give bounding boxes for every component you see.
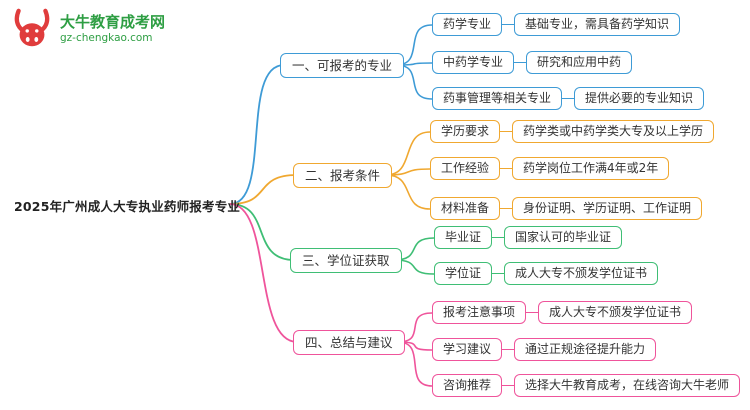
- mindmap-item-row: 材料准备 身份证明、学历证明、工作证明: [430, 197, 703, 220]
- item-value-node: 基础专业，需具备药学知识: [514, 13, 681, 36]
- branch-node-summary: 四、总结与建议: [293, 330, 405, 355]
- item-label-node: 工作经验: [430, 157, 501, 180]
- item-label-node: 药事管理等相关专业: [432, 87, 563, 110]
- connector-line: [500, 131, 513, 132]
- item-value-node: 通过正规途径提升能力: [514, 338, 657, 361]
- connector-line: [514, 62, 527, 63]
- item-label-node: 药学专业: [432, 13, 503, 36]
- item-value-node: 药学岗位工作满4年或2年: [512, 157, 670, 180]
- mindmap-item-row: 中药学专业 研究和应用中药: [432, 51, 633, 74]
- item-value-node: 国家认可的毕业证: [504, 226, 623, 249]
- item-value-node: 成人大专不颁发学位证书: [504, 262, 659, 285]
- mindmap-item-row: 毕业证 国家认可的毕业证: [434, 226, 623, 249]
- connector-line: [526, 312, 539, 313]
- site-name: 大牛教育成考网: [60, 13, 166, 32]
- branch-node-majors: 一、可报考的专业: [280, 53, 405, 78]
- site-url: gz-chengkao.com: [60, 31, 153, 44]
- connector-line: [502, 24, 515, 25]
- branch-node-degree: 三、学位证获取: [290, 248, 402, 273]
- item-label-node: 中药学专业: [432, 51, 515, 74]
- item-value-node: 研究和应用中药: [526, 51, 633, 74]
- item-value-node: 药学类或中药学类大专及以上学历: [512, 120, 715, 143]
- item-label-node: 学位证: [434, 262, 493, 285]
- bull-icon: [14, 8, 50, 47]
- mindmap-item-row: 学历要求 药学类或中药学类大专及以上学历: [430, 120, 715, 143]
- item-label-node: 毕业证: [434, 226, 493, 249]
- item-label-node: 报考注意事项: [432, 301, 527, 324]
- connector-line: [385, 168, 431, 176]
- item-value-node: 成人大专不颁发学位证书: [538, 301, 693, 324]
- item-value-node: 选择大牛教育成考，在线咨询大牛老师: [514, 374, 741, 397]
- connector-line: [562, 98, 575, 99]
- bull-nostril: [25, 37, 30, 43]
- connector-line: [229, 64, 285, 205]
- connector-line: [500, 168, 513, 169]
- item-value-node: 身份证明、学历证明、工作证明: [512, 197, 703, 220]
- connector-line: [500, 208, 513, 209]
- item-label-node: 咨询推荐: [432, 374, 503, 397]
- mindmap-item-row: 药学专业 基础专业，需具备药学知识: [432, 13, 681, 36]
- connector-line: [492, 273, 505, 274]
- connector-line: [502, 349, 515, 350]
- bull-nostril: [34, 37, 39, 43]
- item-label-node: 材料准备: [430, 197, 501, 220]
- mindmap-item-row: 报考注意事项 成人大专不颁发学位证书: [432, 301, 693, 324]
- connector-line: [502, 385, 515, 386]
- bull-head: [19, 23, 45, 47]
- connector-line: [229, 203, 298, 343]
- branch-node-conditions: 二、报考条件: [293, 163, 393, 188]
- item-label-node: 学历要求: [430, 120, 501, 143]
- item-label-node: 学习建议: [432, 338, 503, 361]
- mindmap-root-topic: 2025年广州成人大专执业药师报考专业: [14, 199, 241, 214]
- mindmap-item-row: 咨询推荐 选择大牛教育成考，在线咨询大牛老师: [432, 374, 741, 397]
- mindmap-item-row: 工作经验 药学岗位工作满4年或2年: [430, 157, 670, 180]
- bull-eye: [35, 29, 39, 33]
- connector-line: [492, 237, 505, 238]
- mindmap-item-row: 学位证 成人大专不颁发学位证书: [434, 262, 659, 285]
- mindmap-item-row: 学习建议 通过正规途径提升能力: [432, 338, 657, 361]
- connector-line: [385, 174, 431, 210]
- site-logo-text: 大牛教育成考网 gz-chengkao.com: [60, 13, 166, 44]
- site-logo: 大牛教育成考网 gz-chengkao.com: [10, 8, 165, 50]
- bull-eye: [25, 29, 29, 33]
- item-value-node: 提供必要的专业知识: [574, 87, 705, 110]
- mindmap-item-row: 药事管理等相关专业 提供必要的专业知识: [432, 87, 705, 110]
- connector-line: [385, 131, 431, 176]
